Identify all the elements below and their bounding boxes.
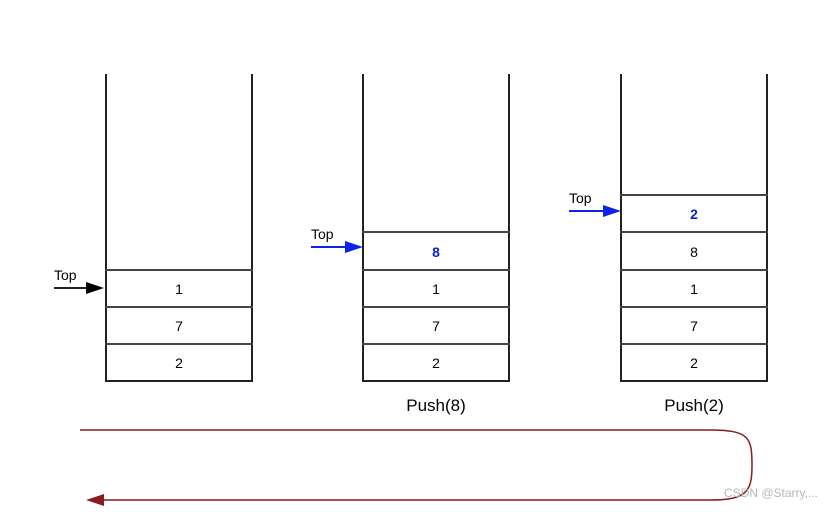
stack-cell: 2 (105, 343, 253, 382)
top-pointer-label: Top (569, 190, 592, 206)
stack-push-8: 8 1 7 2 (362, 74, 510, 382)
stack-cell: 8 (620, 231, 768, 270)
stack-cell-pushed: 8 (362, 231, 510, 270)
stack-push-2: 2 8 1 7 2 (620, 74, 768, 382)
stack-initial: 1 7 2 (105, 74, 253, 382)
stack-left-wall (105, 74, 107, 382)
top-pointer-label: Top (311, 226, 334, 242)
stack-left-wall (362, 74, 364, 382)
stack-cell: 1 (105, 269, 253, 306)
stack-right-wall (508, 74, 510, 382)
stack-cell: 1 (620, 269, 768, 306)
stack-cell: 1 (362, 269, 510, 306)
top-pointer-arrow (569, 205, 621, 217)
stack-cell: 7 (620, 306, 768, 343)
stack-cell-pushed: 2 (620, 194, 768, 232)
stack-left-wall (620, 74, 622, 382)
stack-cell: 2 (620, 343, 768, 382)
stack-cell: 7 (362, 306, 510, 343)
stack-right-wall (251, 74, 253, 382)
stack-caption: Push(8) (406, 396, 466, 415)
stack-cell: 2 (362, 343, 510, 382)
watermark: CSDN @Starry,... (724, 486, 818, 500)
stack-cell: 7 (105, 306, 253, 343)
stack-right-wall (766, 74, 768, 382)
top-pointer-arrow (54, 282, 104, 294)
top-pointer-label: Top (54, 267, 77, 283)
top-pointer-arrow (311, 241, 363, 253)
stack-caption: Push(2) (664, 396, 724, 415)
